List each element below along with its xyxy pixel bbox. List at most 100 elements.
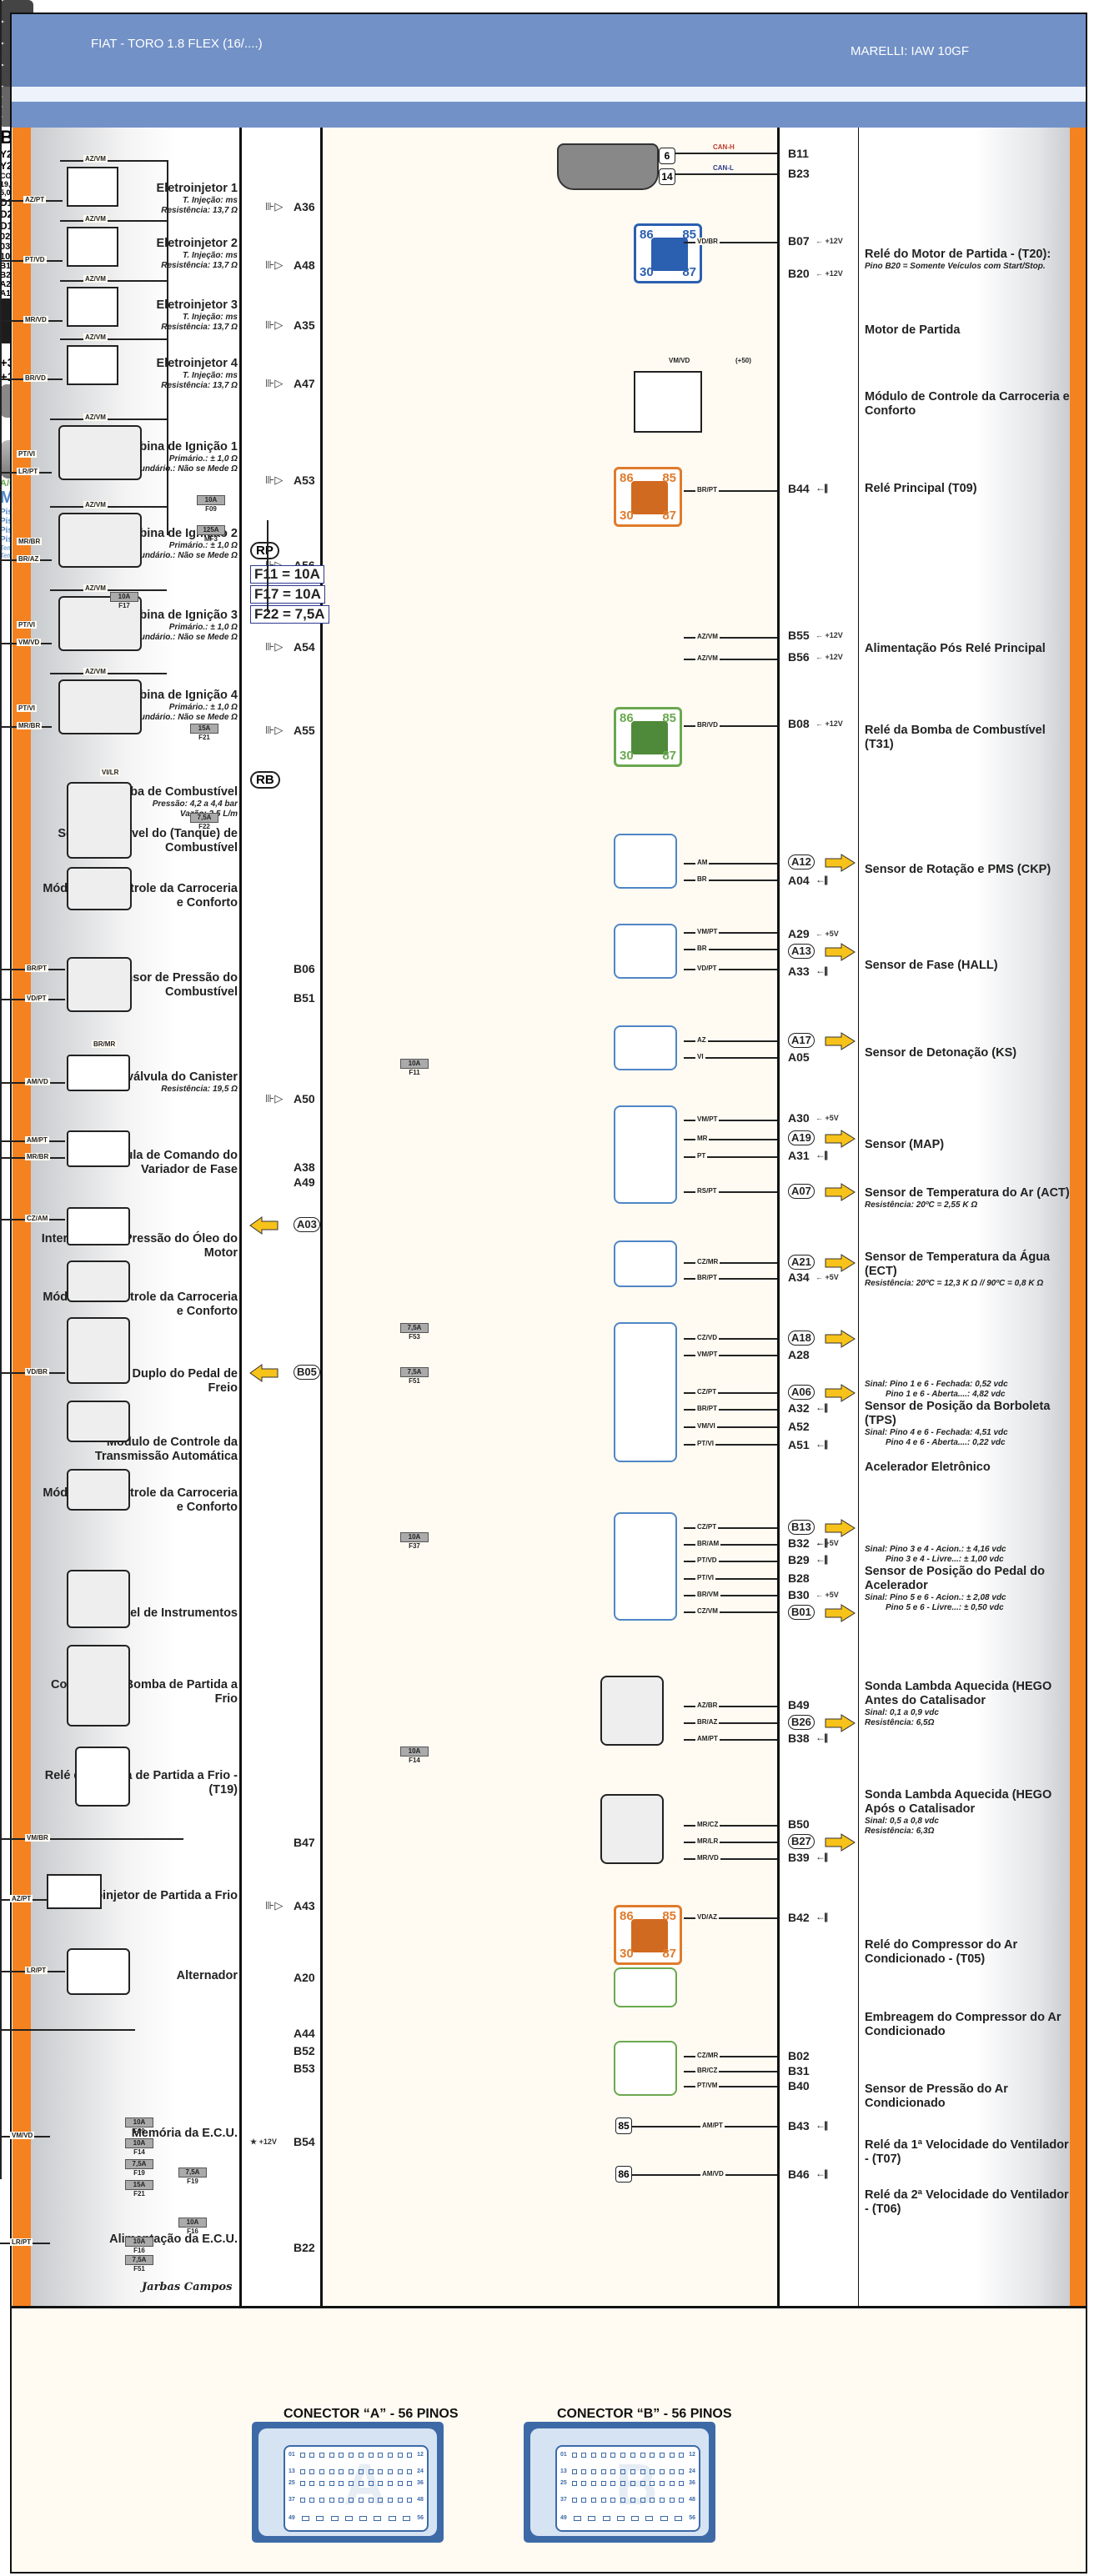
left-component-label: Alternador [38,1969,238,1983]
component-name: Sensor de Posição da Borboleta (TPS) [865,1400,1051,1427]
pin-socket [387,2497,393,2503]
signal-spec: Pino 4 e 6 - Aberta....: 0,22 vdc [886,1438,1006,1447]
pin-socket [640,2497,645,2503]
ecu-pin: B51 [294,991,315,1005]
right-accent-bar [1070,128,1086,2307]
wire [684,1156,777,1158]
component-name: Eletroinjetor 1 [156,182,238,195]
fuse-id: F16 [133,2247,145,2254]
right-component-label: Módulo de Controle da Carroceria e Confo… [865,390,1073,418]
pin-socket [600,2452,606,2458]
pin-socket [610,2468,616,2474]
component-spec: T. Injeção: ms [183,313,238,322]
wire-color-label: AZ/PT [10,1895,33,1902]
transmission-control-module [67,1401,130,1442]
signal-arrow-left-icon [249,1216,279,1235]
component-spec: Pino B20 = Somente Veículos com Start/St… [865,262,1046,271]
wire-color-label: PT/VI [17,450,38,458]
component-spec: Resistência: 6,3Ω [865,1827,935,1836]
wire-color-label: AM/PT [25,1136,49,1144]
fuse-id: F11 [409,1069,420,1076]
ignition-coil [58,425,142,480]
pin-socket [339,2480,344,2486]
signal-arrow-right-icon [825,943,856,961]
fuse-rating: 10A [197,495,225,505]
ecu-pin: B07 [788,234,810,248]
fuse-rating: 10A [400,1532,429,1542]
component-name: Bobina de Ignição 1 [123,440,238,454]
pump-letter: B [0,127,13,148]
pin-socket [368,2497,374,2503]
component-name: Sonda Lambda Aquecida (HEGO Após o Catal… [865,1788,1052,1816]
relay-body-icon [631,1919,668,1952]
ground-icon: ←||| [815,1553,828,1565]
left-component-label: Relé da Bomba de Partida a Frio - (T19) [38,1769,238,1797]
component-name: Motor de Partida [865,323,961,337]
wire-color-label: CZ/VM [695,1607,720,1615]
pin-socket [610,2497,616,2503]
pin-socket [620,2468,626,2474]
ecu-pin: B27 [788,1834,815,1849]
component-name: Módulo de Controle da Carroceria e Confo… [865,390,1070,418]
wire-color-label: AM/VD [700,2170,725,2178]
pin-socket [402,2515,410,2521]
pin-socket [319,2468,324,2474]
ecu-pin: A54 [294,640,315,654]
pin-socket [309,2480,315,2486]
right-component-label: Relé do Compressor do Ar Condicionado - … [865,1938,1073,1967]
ac-compressor-clutch [614,1967,677,2007]
wire-color-label: MR/VD [695,1854,720,1862]
fuse-rating: 10A [125,2117,153,2127]
pin-socket [339,2452,344,2458]
ecu-pin: A13 [788,944,815,959]
fuse-id: F19 [133,2169,145,2177]
ecu-pin: B08 [788,717,810,730]
fuse-rating: 15A [190,724,218,734]
pin-socket [397,2497,403,2503]
right-component-label: Sensor de Temperatura da Água (ECT)Resis… [865,1250,1073,1289]
right-component-label: Acelerador Eletrônico [865,1461,1073,1475]
ground-icon: ←||| [815,1911,828,1922]
fuse-id: F09 [133,2127,145,2135]
wire-color-label: BR/AZ [17,555,41,563]
signal-arrow-right-icon [825,1032,856,1050]
pin-socket [600,2468,606,2474]
wire [684,1722,777,1724]
pin-socket [316,2515,324,2521]
injector [67,345,118,385]
wire-color-label: VM/VD [667,357,692,364]
component-name: Eletroinjetor 3 [156,298,238,312]
obd-connector [557,143,659,190]
fuse-rating: 7,5A [125,2255,153,2265]
ecu-pin: A38 [294,1160,315,1174]
pin-socket [358,2452,364,2458]
wire [684,1706,777,1707]
wire [167,160,168,535]
component-name: Sensor (MAP) [865,1138,945,1151]
relay-terminal: 30 [620,1947,634,1961]
pin-socket [650,2468,655,2474]
component-name: Relé do Motor de Partida - (T20): [865,248,1051,261]
right-component-label: Sensor de Fase (HALL) [865,959,1073,973]
fan-relay-pin: 85 [615,2117,632,2134]
fuse-rating: 7,5A [400,1367,429,1377]
fuse-id: F19 [187,2178,198,2185]
relay-terminal: 86 [620,1909,634,1923]
wire [684,1262,777,1264]
component-name: Embreagem do Compressor do Ar Condiciona… [865,2011,1061,2038]
component-name: Alimentação Pós Relé Principal [865,642,1046,655]
pin-socket [302,2515,310,2521]
connector-pin-label: B2 [0,271,11,280]
pin-socket [581,2497,587,2503]
pin-socket [378,2468,384,2474]
ecu-pin: B39 [788,1851,810,1864]
pin-socket [330,2515,339,2521]
driver-symbol: ⊪▷ [265,258,284,271]
